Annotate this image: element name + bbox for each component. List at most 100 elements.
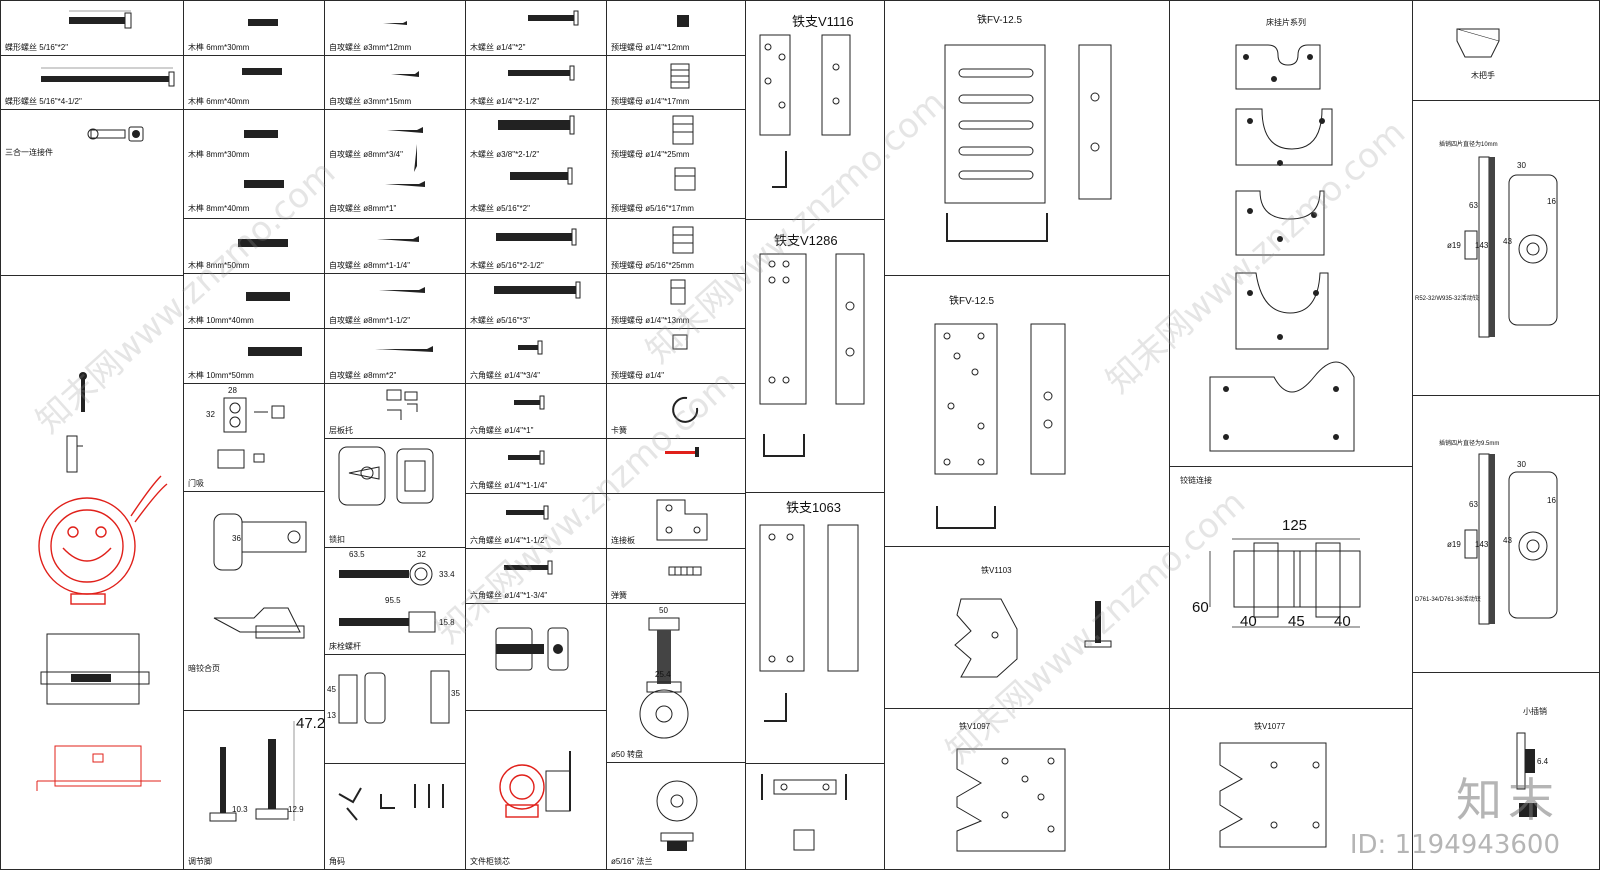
- insert-drawing: [672, 115, 696, 191]
- part-label: 预埋螺母 ø5/16"*25mm: [611, 261, 694, 270]
- barrel-bolt-drawing: [495, 627, 569, 671]
- part-label: 连接板: [611, 536, 635, 545]
- cell-butterfly-screw-2in: 蝶形螺丝 5/16"*2": [0, 0, 184, 56]
- cell-dowel-2-3: 木榫 8mm*30mm 木榫 8mm*40mm: [183, 109, 325, 219]
- screw-drawing: [506, 505, 549, 520]
- cell-hinge-r52: 插销四片直径为10mm 30 16 63 ø19 143 43 R52-32/W…: [1412, 100, 1600, 396]
- cell-hex-screw-1: 六角螺丝 ø1/4"*1": [465, 383, 607, 439]
- cell-tap-screw-4: 自攻螺丝 ø8mm*1-1/4": [324, 218, 466, 274]
- screw-drawing: [496, 228, 577, 246]
- part-label: 自攻螺丝 ø3mm*12mm: [329, 43, 412, 52]
- v1097-drawing: [956, 748, 1066, 852]
- part-label: 预埋螺母 ø1/4"*12mm: [611, 43, 690, 52]
- part-label: 木榫 10mm*40mm: [188, 316, 254, 325]
- hinge-d761-drawing: [1464, 453, 1558, 625]
- cell-fv125-a: 铁FV-12.5: [884, 0, 1170, 276]
- v1116-drawing: [759, 34, 851, 188]
- cell-spring: 弹簧: [606, 548, 746, 604]
- cell-tap-screw-0: 自攻螺丝 ø3mm*12mm: [324, 0, 466, 56]
- v1103-drawing: [954, 598, 1112, 678]
- part-label: 预埋螺母 ø1/4"*13mm: [611, 316, 690, 325]
- dim-43: 43: [1503, 536, 1512, 545]
- dim-45: 45: [1288, 613, 1305, 630]
- cell-cabinet-lock: 文件柜锁芯: [465, 710, 607, 870]
- part-label: 三合一连接件: [5, 148, 53, 157]
- part-label: 自攻螺丝 ø8mm*3/4": [329, 150, 403, 159]
- clip-dim-2: 13: [327, 711, 336, 720]
- dowel-drawing: [248, 347, 302, 356]
- bolt-dim-4: 95.5: [385, 596, 401, 605]
- part-label: ø50 转盘: [611, 750, 644, 759]
- insert-drawing: [677, 15, 689, 27]
- cell-wood-screw-2-3: 木螺丝 ø3/8"*2-1/2" 木螺丝 ø5/16"*2": [465, 109, 607, 219]
- cell-shelf-hook: 层板托: [324, 383, 466, 439]
- cell-hex-screw-4: 六角螺丝 ø1/4"*1-3/4": [465, 548, 607, 604]
- screw-drawing: [494, 281, 581, 299]
- screw-drawing: [514, 395, 545, 410]
- cell-dowel-6: 木榫 10mm*50mm: [183, 328, 325, 384]
- cell-tap-screw-5: 自攻螺丝 ø8mm*1-1/2": [324, 273, 466, 329]
- cell-tap-screw-1: 自攻螺丝 ø3mm*15mm: [324, 55, 466, 110]
- part-label: 预埋螺母 ø1/4"*17mm: [611, 97, 690, 106]
- part-label: 六角螺丝 ø1/4"*1-1/2": [470, 536, 548, 545]
- cell-small-bolt: 小插销 6.4: [1412, 672, 1600, 870]
- cell-connector: 三合一连接件: [0, 109, 184, 276]
- cell-v1286: 铁支V1286: [745, 219, 885, 493]
- cell-bed-hooks: 床挂片系列: [1169, 0, 1413, 467]
- part-label: 小插销: [1523, 707, 1547, 716]
- part-label: 自攻螺丝 ø3mm*15mm: [329, 97, 412, 106]
- bolt-dim-5: 15.8: [439, 618, 455, 627]
- part-label: 木螺丝 ø3/8"*2-1/2": [470, 150, 540, 159]
- part-title: 铁支V1286: [774, 233, 838, 248]
- cell-bed-bolt: 63.5 32 33.4 95.5 15.8 床栓螺杆: [324, 547, 466, 655]
- brand-stamp: 知末 ID: 1194943600: [1350, 764, 1560, 860]
- part-label: 暗铰合页: [188, 664, 220, 673]
- dowel-drawing: [242, 68, 282, 75]
- cell-hex-screw-3: 六角螺丝 ø1/4"*1-1/2": [465, 493, 607, 549]
- screw-drawing: [518, 340, 543, 355]
- dim-63: 63: [1469, 500, 1478, 509]
- bed-bolt-drawing: [339, 562, 436, 633]
- hinge-note: 插销四片直径为9.5mm: [1439, 441, 1500, 447]
- screw-drawing: [504, 560, 553, 575]
- rail-screws-drawing: [761, 774, 847, 851]
- part-title: 铁FV-12.5: [949, 296, 995, 307]
- connector-drawing: [87, 126, 144, 142]
- swivel-dim-50: 50: [659, 606, 668, 615]
- hinge-model: D761-34/D761-36活动铰: [1415, 597, 1481, 603]
- screw-drawing: [385, 127, 425, 187]
- dowel-drawing: [238, 239, 288, 247]
- shelf-hook-drawing: [386, 389, 418, 420]
- screw-drawing: [69, 10, 132, 29]
- brand-logo-text: 知末: [1456, 773, 1560, 827]
- part-label: 角码: [329, 857, 345, 866]
- insert-drawing: [670, 63, 690, 89]
- knob-drawing: [1456, 28, 1500, 58]
- fv125-b-drawing: [934, 323, 1066, 529]
- lock-drawing: [499, 751, 571, 818]
- bolt-dim-1: 63.5: [349, 550, 365, 559]
- screw-drawing: [391, 71, 419, 77]
- cell-barrel-bolt: [465, 603, 607, 711]
- dim-143: 143: [1475, 540, 1489, 549]
- part-label: 蝶形螺丝 5/16"*4-1/2": [5, 97, 82, 106]
- part-label: 预埋螺母 ø1/4"*25mm: [611, 150, 690, 159]
- hinge-note: 插销四片直径为10mm: [1439, 142, 1498, 148]
- foot-h2: 12.9: [288, 805, 304, 814]
- dim-43: 43: [1503, 237, 1512, 246]
- cell-hinge-connector: 铰链连接 125 60 40 45 40: [1169, 466, 1413, 709]
- shelf-clip-drawing: [338, 670, 450, 724]
- dowel-drawing: [248, 19, 278, 26]
- dim-40a: 40: [1240, 613, 1257, 630]
- dim-19: ø19: [1447, 241, 1461, 250]
- part-title: 床挂片系列: [1266, 18, 1306, 27]
- part-title: 铁V1097: [959, 722, 991, 731]
- cell-dowel-4: 木榫 8mm*50mm: [183, 218, 325, 274]
- catch-width: 28: [228, 386, 237, 395]
- spring-drawing: [668, 566, 702, 576]
- part-label: 木螺丝 ø5/16"*2-1/2": [470, 261, 544, 270]
- bolt-dim-3: 33.4: [439, 570, 455, 579]
- screw-drawing: [508, 65, 575, 81]
- foot-dim: 47.2: [296, 715, 325, 732]
- cell-hex-screw-0: 六角螺丝 ø1/4"*3/4": [465, 328, 607, 384]
